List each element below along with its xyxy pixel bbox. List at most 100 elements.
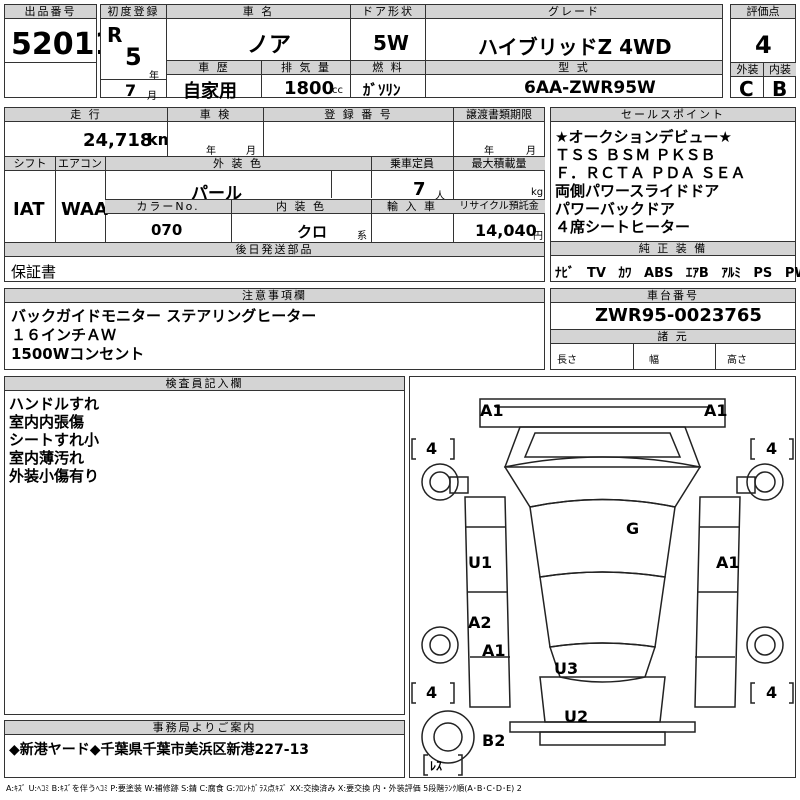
equipment-item: PS xyxy=(753,266,773,281)
model-value: 6AA-ZWR95W xyxy=(524,78,656,98)
max-load-label: 最大積載量 xyxy=(453,157,545,171)
first-reg-era: R xyxy=(107,23,123,47)
plate-box: 登 録 番 号 xyxy=(263,107,454,157)
inspection-month-unit: 月 xyxy=(246,146,256,157)
first-reg-year: 5 xyxy=(125,43,142,71)
sales-point: Ｆ．ＲＣＴＡ ＰＤＡ ＳＥＡ xyxy=(555,164,746,182)
transfer-month-unit: 月 xyxy=(526,146,536,157)
dims-label: 諸 元 xyxy=(551,330,795,344)
inspection-year-unit: 年 xyxy=(206,146,216,157)
chassis-box: 車台番号 ZWR95-0023765 諸 元 長さ 幅 高さ xyxy=(550,288,796,370)
damage-mark: U1 xyxy=(468,553,493,572)
recycle-value: 14,040 xyxy=(475,221,537,240)
fuel-label: 燃 料 xyxy=(351,61,425,75)
displacement-unit: cc xyxy=(332,85,343,96)
spec-box: シフト エアコン 外 装 色 乗車定員 最大積載量 IAT WAA パール 7 … xyxy=(4,156,545,243)
office-box: 事務局よりご案内 ◆新港ヤード◆千葉県千葉市美浜区新港227-13 xyxy=(4,720,405,778)
later-parts-label: 後日発送部品 xyxy=(5,243,544,257)
notes-box: 注意事項欄 バックガイドモニター ステアリングヒーター １６インチＡＷ 1500… xyxy=(4,288,545,370)
fuel-value: ｶﾞｿﾘﾝ xyxy=(363,81,401,99)
inspector-line: 室内薄汚れ xyxy=(9,449,85,467)
later-parts-box: 後日発送部品 保証書 xyxy=(4,242,545,282)
inspector-list: ハンドルすれ 室内内張傷 シートすれ小 室内薄汚れ 外装小傷有り xyxy=(9,395,99,485)
tire-tread: 4 xyxy=(766,439,778,458)
equipment-label: 純 正 装 備 xyxy=(551,242,795,256)
damage-mark: U3 xyxy=(554,659,579,678)
dims-width: 幅 xyxy=(649,355,659,366)
note-line: バックガイドモニター ステアリングヒーター xyxy=(11,307,317,325)
mileage-box: 走 行 24,718 km xyxy=(4,107,174,157)
score-box: 評価点 4 外装 内装 C B xyxy=(730,4,796,101)
transfer-box: 譲渡書類期限 年 月 xyxy=(453,107,545,157)
score-value: 4 xyxy=(755,31,772,59)
inspection-label: 車 検 xyxy=(168,108,263,122)
first-reg-month-unit: 月 xyxy=(147,91,157,102)
exterior-score: C xyxy=(739,77,754,101)
damage-mark: G xyxy=(626,519,640,538)
grade-label: グレード xyxy=(426,5,722,19)
color-no-label: カラーNo. xyxy=(105,200,231,214)
capacity-label: 乗車定員 xyxy=(371,157,453,171)
equipment-item: ｴｱB xyxy=(685,266,709,281)
equipment-item: ｱﾙﾐ xyxy=(721,266,741,281)
door-label: ドア形状 xyxy=(351,5,425,19)
history-box: 車 歴 自家用 xyxy=(166,60,262,102)
first-reg-box: 初度登録 R 5 年 7 月 xyxy=(100,4,167,102)
first-reg-year-unit: 年 xyxy=(149,71,159,82)
sales-point: パワーバックドア xyxy=(555,200,675,218)
chassis-value: ZWR95-0023765 xyxy=(595,305,762,326)
model-label: 型 式 xyxy=(426,61,722,75)
make-box: 車 名 ノア xyxy=(166,4,351,61)
lot-label: 出品番号 xyxy=(5,5,96,19)
sales-point: 両側パワースライドドア xyxy=(555,182,720,200)
equipment-item: PW xyxy=(784,266,800,281)
sales-point: ★オークションデビュー★ xyxy=(555,128,732,146)
history-value: 自家用 xyxy=(183,81,237,102)
lot-number: 52011 xyxy=(11,27,116,62)
later-parts-value: 保証書 xyxy=(11,263,57,281)
make-value: ノア xyxy=(247,33,292,58)
shift-value: IAT xyxy=(13,199,45,220)
spare-tire: ﾚｽ xyxy=(430,759,443,773)
recycle-unit: 円 xyxy=(533,231,543,242)
damage-mark: U2 xyxy=(564,707,589,726)
int-color-value: クロ xyxy=(297,223,328,241)
mileage-value: 24,718 xyxy=(83,130,153,151)
import-label: 輸 入 車 xyxy=(371,200,453,214)
equipment-box: 純 正 装 備 ﾅﾋﾞ TV ｶﾜ ABS ｴｱB ｱﾙﾐ PS PW xyxy=(550,241,800,282)
inspection-box: 車 検 年 月 xyxy=(167,107,264,157)
sales-point: ４席シートヒーター xyxy=(555,218,691,236)
sales-point: ＴＳＳ ＢＳＭ ＰＫＳＢ xyxy=(555,146,716,164)
damage-mark: A1 xyxy=(480,401,504,420)
displacement-value: 1800 xyxy=(284,78,335,99)
aircon-value: WAA xyxy=(61,199,108,220)
interior-score: B xyxy=(772,77,788,101)
aircon-label: エアコン xyxy=(55,157,105,171)
door-box: ドア形状 5W xyxy=(350,4,426,61)
tire-tread: 4 xyxy=(426,683,438,702)
equipment-item: ｶﾜ xyxy=(618,266,632,281)
fuel-box: 燃 料 ｶﾞｿﾘﾝ xyxy=(350,60,426,99)
make-label: 車 名 xyxy=(167,5,350,19)
max-load-unit: kg xyxy=(531,187,544,198)
note-line: 1500Wコンセント xyxy=(11,345,145,363)
equipment-item: ﾅﾋﾞ xyxy=(555,266,575,281)
dims-height: 高さ xyxy=(727,355,747,366)
interior-label: 内装 xyxy=(764,63,796,77)
legend: A:ｷｽﾞ U:ﾍｺﾐ B:ｷｽﾞを伴うﾍｺﾐ P:要塗装 W:補修跡 S:錆 … xyxy=(6,784,522,793)
plate-label: 登 録 番 号 xyxy=(264,108,453,122)
first-reg-month: 7 xyxy=(125,81,137,100)
damage-mark: A2 xyxy=(468,613,492,632)
sales-points-label: セールスポイント xyxy=(551,108,795,122)
car-diagram: A1 A1 G U1 A1 A2 A1 U3 U2 B2 4 4 4 4 ﾚｽ xyxy=(409,376,796,778)
displacement-box: 排 気 量 1800 cc xyxy=(261,60,351,99)
grade-box: グレード ハイブリッドZ 4WD xyxy=(425,4,723,61)
capacity-unit: 人 xyxy=(435,191,445,202)
exterior-label: 外装 xyxy=(731,63,764,77)
model-box: 型 式 6AA-ZWR95W xyxy=(425,60,723,98)
color-no-value: 070 xyxy=(151,221,183,239)
tire-tread: 4 xyxy=(426,439,438,458)
transfer-year-unit: 年 xyxy=(484,146,494,157)
mileage-label: 走 行 xyxy=(5,108,167,122)
first-reg-label: 初度登録 xyxy=(101,5,166,19)
